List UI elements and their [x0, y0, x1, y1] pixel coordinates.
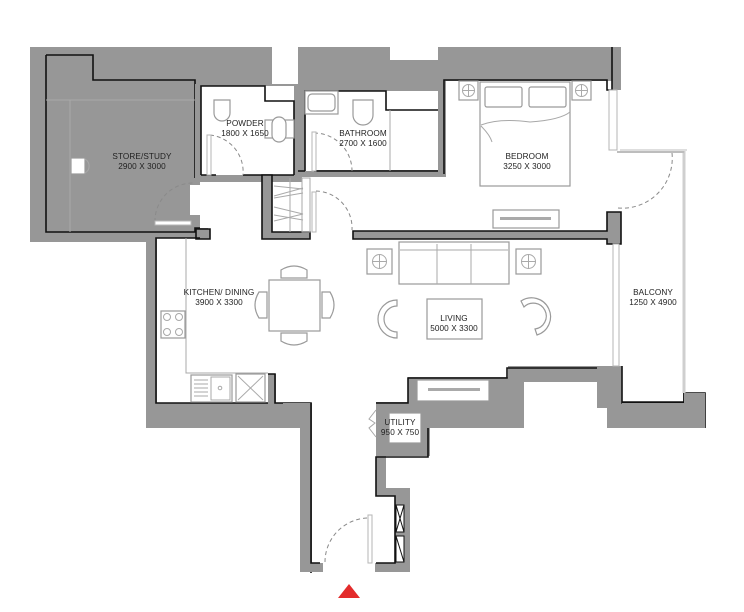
room-name: UTILITY: [384, 418, 416, 427]
room-label-store-study: STORE/STUDY 2900 X 3000: [112, 152, 171, 172]
entry-door[interactable]: [367, 514, 373, 564]
bathroom-door[interactable]: [311, 131, 317, 172]
wardrobe-hatch: [273, 177, 311, 233]
room-label-kitchen-dining: KITCHEN/ DINING 3900 X 3300: [184, 288, 255, 308]
bedroom-window: [608, 89, 618, 151]
bedroom-top-edge: [443, 47, 613, 174]
room-name: KITCHEN/ DINING: [183, 288, 255, 297]
room-label-powder: POWDER 1800 X 1650: [221, 119, 269, 139]
powder-fixtures: [213, 99, 295, 143]
living-window: [612, 243, 620, 367]
room-name: BEDROOM: [505, 152, 549, 161]
wall-balcony-bottom: [622, 403, 705, 428]
room-label-bedroom: BEDROOM 3250 X 3000: [503, 152, 551, 172]
wall-corridor-left: [283, 403, 323, 572]
balcony-door-swing: [617, 152, 673, 209]
powder-outline: [200, 85, 295, 175]
room-name: LIVING: [440, 314, 468, 323]
room-dimensions: 5000 X 3300: [430, 324, 478, 333]
sofa: [398, 241, 510, 285]
study-door-swing: [154, 182, 196, 223]
wall-corridor-right: [375, 403, 448, 572]
nightstand-left: [458, 80, 479, 101]
living-bottom-edge: [376, 367, 685, 404]
room-name: POWDER: [226, 119, 264, 128]
utility-appliance: [368, 409, 422, 444]
armchair-left: [377, 299, 398, 339]
room-name: STORE/STUDY: [112, 152, 172, 161]
wall-store-left-edge: [45, 55, 200, 233]
corridor-cabinets: [395, 504, 405, 563]
room-dimensions: 2700 X 1600: [339, 139, 387, 148]
room-dimensions: 3900 X 3300: [195, 298, 243, 307]
side-table-left: [366, 248, 393, 275]
room-label-utility: UTILITY 950 X 750: [381, 418, 419, 438]
kitchen-counter: [160, 238, 268, 403]
corridor-door[interactable]: [311, 191, 317, 233]
room-dimensions: 1800 X 1650: [221, 129, 269, 138]
wall-wardrobe: [261, 174, 311, 240]
wall-top-right: [438, 47, 621, 175]
study-chair: [70, 157, 90, 175]
study-door[interactable]: [154, 220, 192, 226]
coffee-table: [426, 298, 483, 340]
room-label-balcony: BALCONY 1250 X 4900: [629, 288, 677, 308]
corridor-left-edge: [310, 403, 320, 564]
corridor-door-swing: [315, 190, 353, 231]
nightstand-right: [571, 80, 592, 101]
bed: [479, 81, 571, 187]
room-name: BALCONY: [633, 288, 673, 297]
side-table-right: [515, 248, 542, 275]
dining-table: [254, 265, 335, 346]
wall-kitchen-left: [146, 238, 283, 428]
entrance-marker-icon: [338, 584, 360, 598]
wall-balcony-post: [684, 393, 705, 405]
wall-top-left: [30, 47, 272, 242]
armchair-right: [520, 297, 552, 336]
wall-powder-bottom: [198, 175, 302, 182]
kitchen-left-edge: [155, 237, 272, 404]
wall-bath-bottom: [296, 171, 446, 177]
entry-door-swing: [324, 517, 370, 563]
room-label-living: LIVING 5000 X 3300: [430, 314, 478, 334]
room-label-bathroom: BATHROOM 2700 X 1600: [339, 129, 387, 149]
room-dimensions: 1250 X 4900: [629, 298, 677, 307]
bedroom-tv-unit: [492, 209, 560, 229]
wall-fridge-side: [268, 374, 276, 404]
powder-door-swing: [209, 134, 244, 176]
bathroom-door-swing: [313, 132, 353, 172]
wall-bedroom-living: [352, 211, 622, 245]
wall-balcony-corner: [597, 366, 622, 408]
room-dimensions: 3250 X 3000: [503, 162, 551, 171]
wall-corridor-stub: [195, 228, 211, 240]
bathroom-fixtures: [304, 90, 391, 171]
room-dimensions: 950 X 750: [380, 428, 420, 437]
room-name: BATHROOM: [339, 129, 387, 138]
powder-door[interactable]: [206, 134, 212, 176]
living-tv-unit: [416, 379, 490, 402]
room-dimensions: 2900 X 3000: [118, 162, 166, 171]
